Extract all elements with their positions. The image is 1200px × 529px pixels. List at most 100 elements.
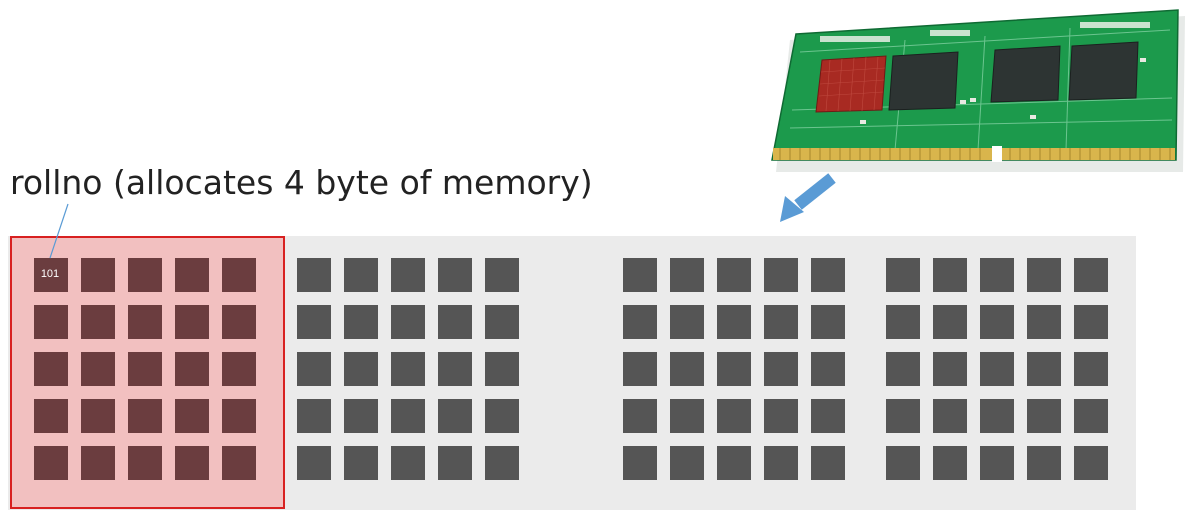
variable-caption: rollno (allocates 4 byte of memory)	[10, 163, 593, 202]
ram-module-image	[771, 9, 1185, 172]
memory-cell	[1074, 446, 1108, 480]
memory-cell	[811, 258, 845, 292]
caption-leader-line	[49, 203, 69, 259]
memory-cell	[175, 305, 209, 339]
memory-cell	[128, 352, 162, 386]
memory-cell	[175, 352, 209, 386]
memory-cell	[811, 305, 845, 339]
memory-cell	[81, 305, 115, 339]
memory-cell	[717, 446, 751, 480]
memory-cell	[175, 446, 209, 480]
memory-cell	[485, 446, 519, 480]
ram-chips	[815, 41, 1139, 113]
memory-cell	[438, 258, 472, 292]
memory-cell	[933, 352, 967, 386]
memory-cell	[717, 399, 751, 433]
memory-cell	[1027, 258, 1061, 292]
memory-cell	[485, 305, 519, 339]
memory-cell	[438, 446, 472, 480]
memory-cell	[391, 258, 425, 292]
memory-cell	[34, 305, 68, 339]
memory-cell	[1027, 352, 1061, 386]
memory-cell	[933, 305, 967, 339]
memory-cell	[623, 399, 657, 433]
ram-gold-contacts	[773, 148, 1175, 160]
memory-cell	[81, 399, 115, 433]
memory-cell	[391, 399, 425, 433]
memory-cell	[81, 352, 115, 386]
memory-cell	[391, 446, 425, 480]
memory-cell	[886, 305, 920, 339]
memory-cell	[297, 352, 331, 386]
memory-cell	[81, 446, 115, 480]
memory-cell	[670, 399, 704, 433]
memory-cell	[980, 305, 1014, 339]
memory-cell	[34, 446, 68, 480]
memory-cell	[1027, 305, 1061, 339]
memory-cell	[344, 258, 378, 292]
memory-cell	[717, 305, 751, 339]
memory-cell	[34, 258, 68, 292]
memory-cell	[438, 399, 472, 433]
memory-cell	[485, 258, 519, 292]
memory-cell	[128, 258, 162, 292]
memory-cell	[980, 399, 1014, 433]
memory-cell	[764, 446, 798, 480]
memory-cell	[811, 399, 845, 433]
memory-cell	[297, 305, 331, 339]
memory-cell	[222, 352, 256, 386]
memory-cell	[811, 446, 845, 480]
memory-cell	[222, 305, 256, 339]
memory-cell	[886, 258, 920, 292]
first-cell-value: 101	[41, 268, 59, 280]
memory-cell	[764, 352, 798, 386]
memory-cell	[344, 305, 378, 339]
memory-cell	[670, 258, 704, 292]
memory-cell	[222, 399, 256, 433]
memory-cell	[717, 258, 751, 292]
memory-cell	[297, 258, 331, 292]
memory-cell	[623, 352, 657, 386]
memory-cell	[128, 399, 162, 433]
memory-cell	[222, 446, 256, 480]
memory-cell	[438, 305, 472, 339]
memory-cell	[391, 305, 425, 339]
memory-cell	[344, 446, 378, 480]
memory-cell	[1027, 446, 1061, 480]
memory-cell	[222, 258, 256, 292]
memory-cell	[1074, 305, 1108, 339]
memory-cell	[128, 305, 162, 339]
memory-cell	[980, 446, 1014, 480]
memory-cell	[811, 352, 845, 386]
memory-cell	[980, 352, 1014, 386]
memory-cell	[1074, 258, 1108, 292]
memory-cell	[175, 399, 209, 433]
memory-cell	[933, 258, 967, 292]
memory-cell	[623, 258, 657, 292]
memory-cell	[670, 352, 704, 386]
memory-cell	[764, 258, 798, 292]
memory-cell	[1027, 399, 1061, 433]
memory-cell	[886, 446, 920, 480]
memory-cell	[297, 399, 331, 433]
memory-cell	[344, 352, 378, 386]
memory-cell	[34, 399, 68, 433]
memory-cell	[297, 446, 331, 480]
memory-cell	[34, 352, 68, 386]
memory-cell	[175, 258, 209, 292]
memory-cell	[128, 446, 162, 480]
memory-cells	[34, 258, 1108, 480]
memory-cell	[344, 399, 378, 433]
memory-cell	[933, 446, 967, 480]
down-left-arrow-icon	[780, 173, 836, 222]
memory-cell	[764, 399, 798, 433]
ram-chip-highlighted	[815, 55, 887, 113]
memory-cell	[485, 352, 519, 386]
memory-cell	[81, 258, 115, 292]
memory-cell	[886, 352, 920, 386]
ram-key-notch	[992, 146, 1002, 162]
memory-cell	[623, 305, 657, 339]
memory-cell	[764, 305, 798, 339]
memory-cell	[717, 352, 751, 386]
